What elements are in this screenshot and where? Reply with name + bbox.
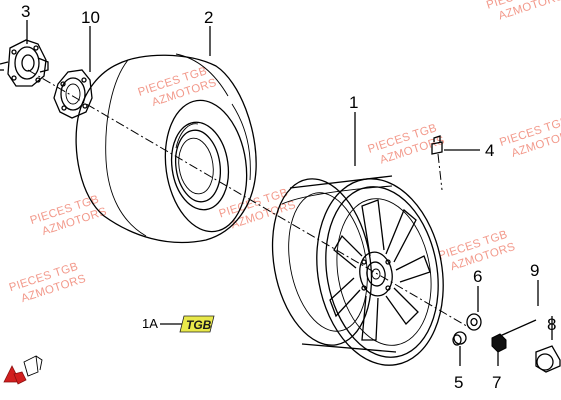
callout-labels: 3 10 2 1 4 6 9 8 5 7 [21, 2, 556, 392]
callout-7: 7 [492, 373, 501, 392]
center-cap [535, 316, 561, 373]
valve-stem [431, 135, 480, 191]
callout-1: 1 [349, 93, 358, 112]
brand-logo [3, 355, 43, 385]
emblem-part-1a: 1A TGB [142, 315, 215, 333]
callout-10: 10 [81, 8, 100, 27]
callout-4: 4 [485, 141, 494, 160]
center-axis-line [27, 69, 471, 329]
callout-8: 8 [547, 315, 556, 334]
callout-6: 6 [473, 267, 482, 286]
bushing [452, 331, 467, 366]
rim [271, 175, 444, 366]
tire [75, 53, 257, 244]
callout-2: 2 [204, 8, 213, 27]
washer [466, 286, 482, 331]
callout-9: 9 [530, 261, 539, 280]
tgb-emblem-text: TGB [186, 318, 212, 332]
watermarks: PIECES TGB AZMOTORS PIECES TGB AZMOTORS … [8, 0, 561, 305]
callout-5: 5 [454, 373, 463, 392]
leader-lines [26, 20, 356, 166]
callout-1a: 1A [142, 316, 158, 331]
lug-nut [491, 319, 537, 366]
flange-plate [53, 69, 93, 119]
callout-3: 3 [21, 2, 30, 21]
hub-part [0, 39, 49, 87]
